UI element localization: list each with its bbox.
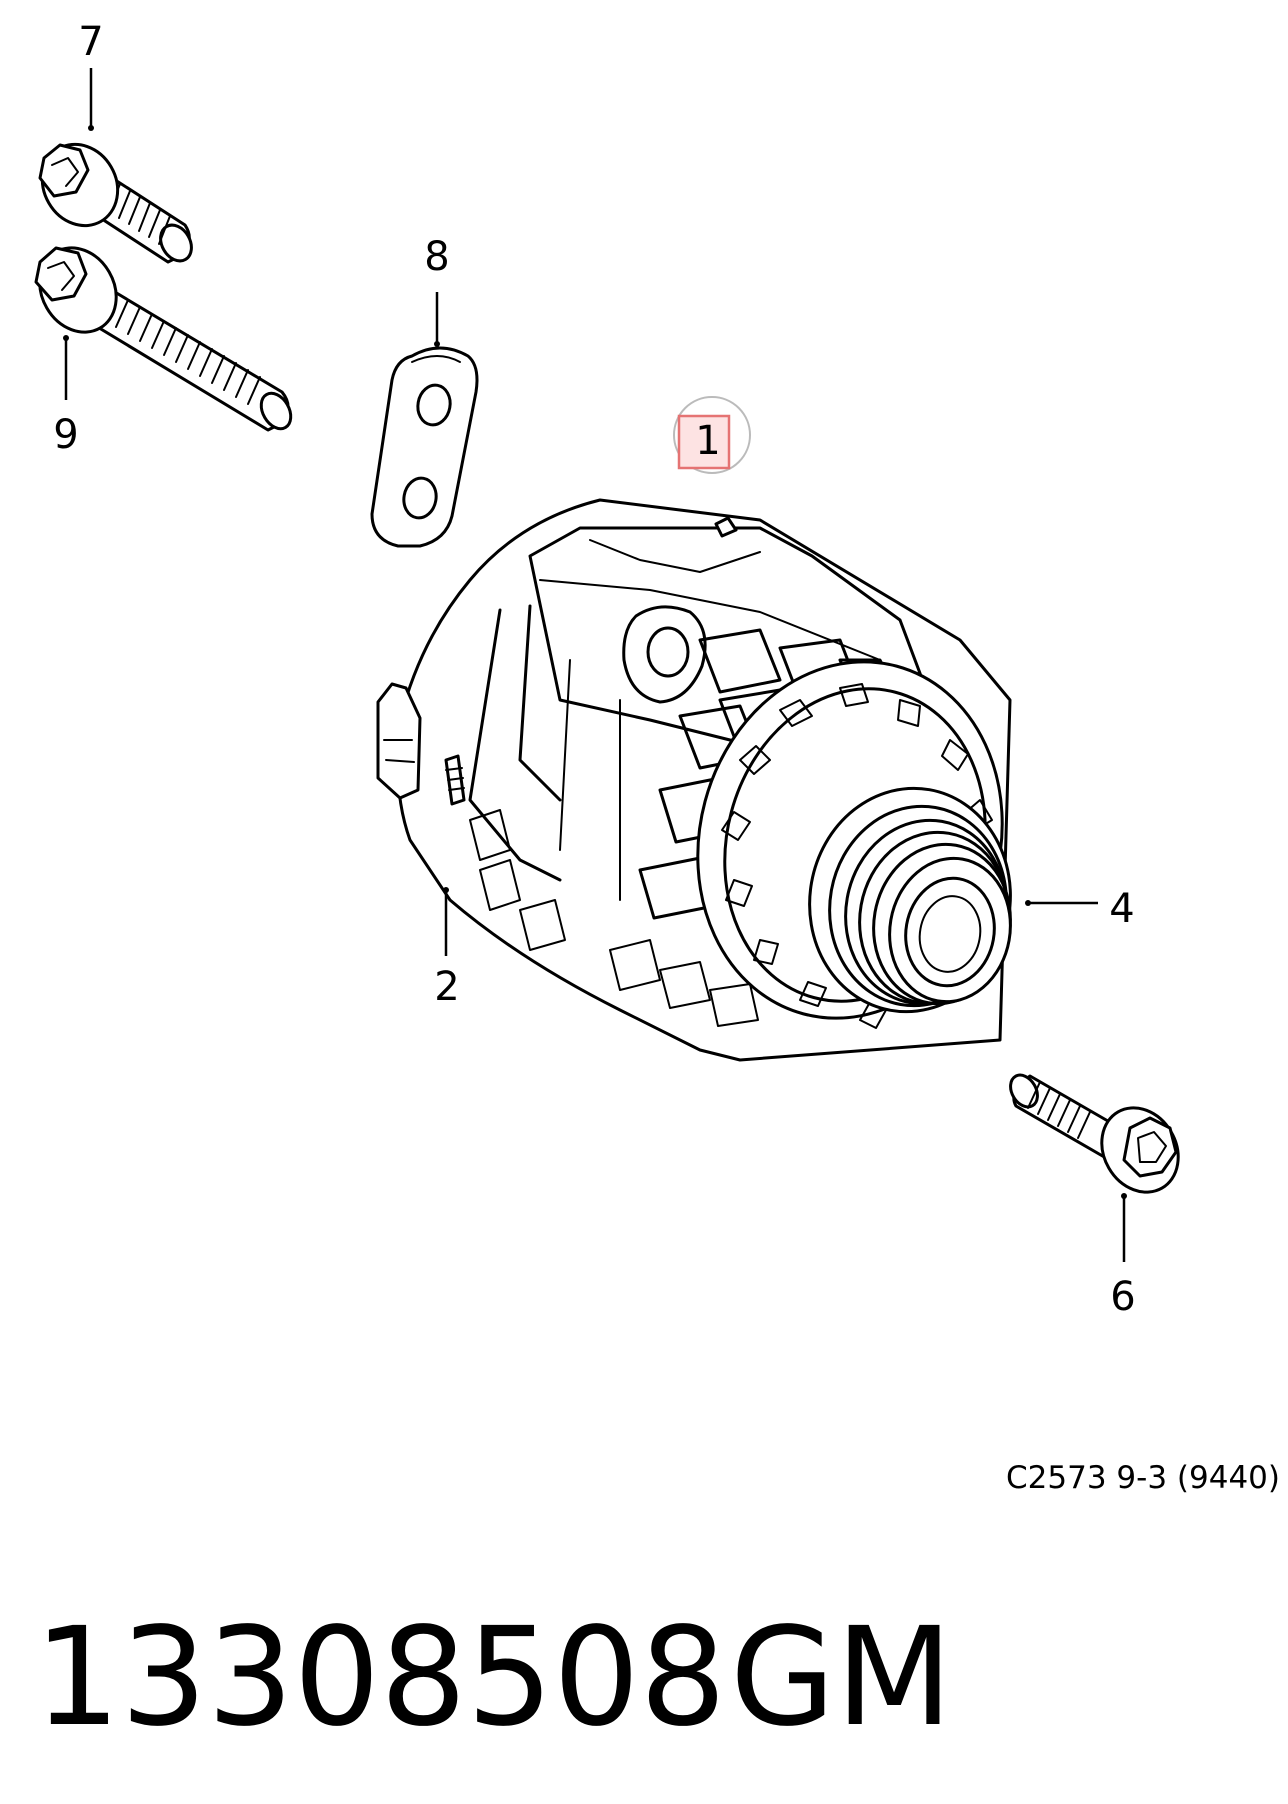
spacer-plate-8 <box>370 346 479 548</box>
callout-9[interactable]: 9 <box>53 412 78 458</box>
part-number: 13308508 <box>34 1599 726 1757</box>
callout-4[interactable]: 4 <box>1109 886 1134 932</box>
callout-1-marker[interactable] <box>673 396 751 474</box>
callout-1[interactable]: 1 <box>695 418 720 464</box>
leader-lines <box>63 68 1127 1262</box>
callout-6[interactable]: 6 <box>1110 1274 1135 1320</box>
callout-7[interactable]: 7 <box>78 19 103 65</box>
bolt-7 <box>38 142 193 264</box>
brand-label: GM <box>730 1599 953 1757</box>
bolt-9 <box>34 246 293 432</box>
callout-2[interactable]: 2 <box>434 964 459 1010</box>
bolt-6 <box>1009 1073 1180 1194</box>
diagram-reference-code: C2573 9-3 (9440) <box>1006 1460 1280 1496</box>
alternator-1 <box>376 498 1012 1062</box>
callout-8[interactable]: 8 <box>424 234 449 280</box>
